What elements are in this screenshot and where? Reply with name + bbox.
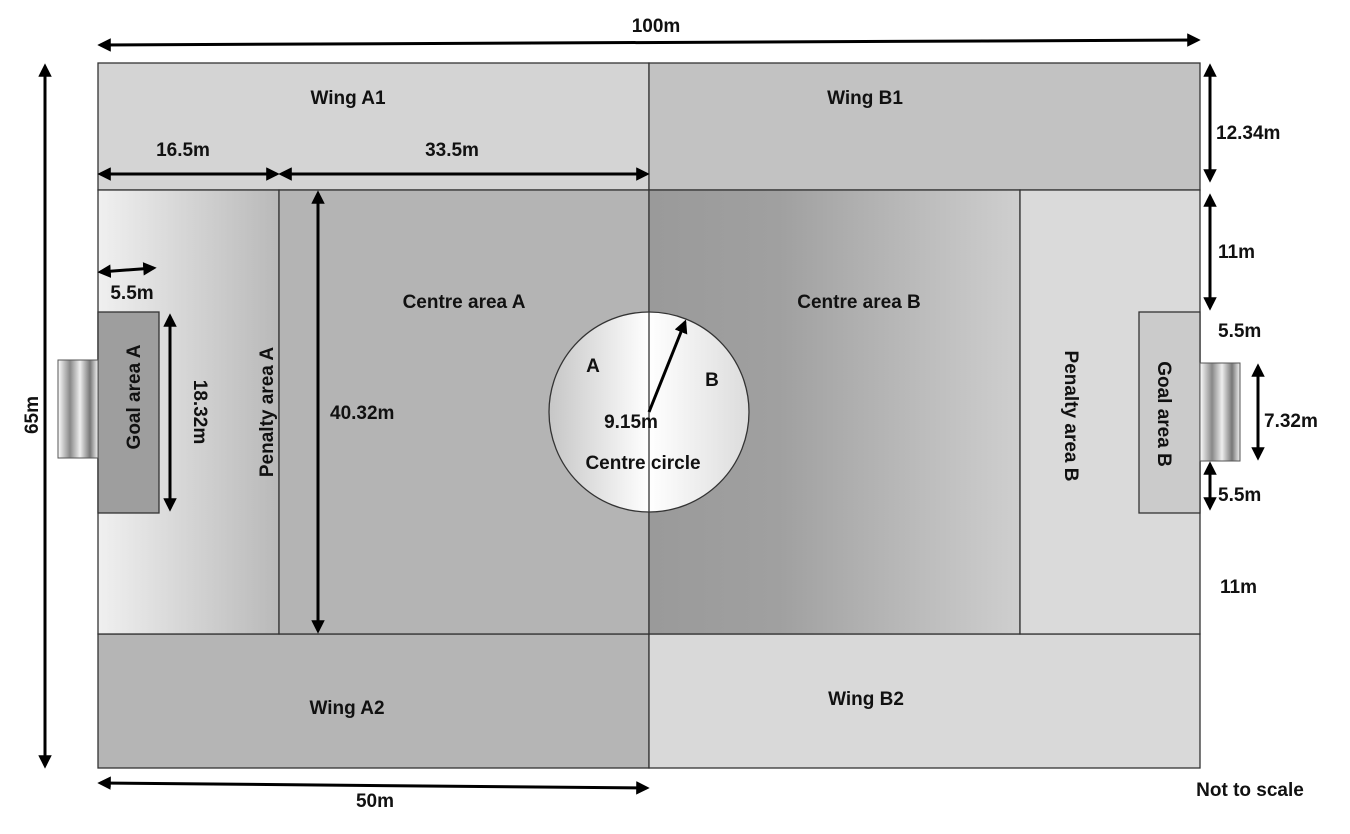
centre-radius-arrow bbox=[647, 319, 688, 413]
goal-side-gap-top-label: 5.5m bbox=[1218, 321, 1261, 342]
wing-width-label: 12.34m bbox=[1216, 123, 1280, 144]
centre-circle-label: Centre circle bbox=[585, 453, 700, 474]
length-arrow bbox=[97, 33, 1201, 52]
wing-a1-zone bbox=[97, 62, 650, 191]
wing-a2-label: Wing A2 bbox=[309, 698, 384, 719]
penalty-side-gap-top-label: 11m bbox=[1218, 242, 1255, 263]
wing-a1-label: Wing A1 bbox=[310, 88, 386, 109]
centre-area-b-label: Centre area B bbox=[797, 292, 921, 313]
goal-area-a-zone bbox=[97, 311, 160, 514]
wing-b1-zone bbox=[648, 62, 1201, 191]
penalty-to-halfway-label: 33.5m bbox=[425, 140, 479, 161]
width-label: 65m bbox=[22, 396, 43, 434]
goal-side-gap-bottom-label: 5.5m bbox=[1218, 485, 1261, 506]
penalty-area-a-label: Penalty area A bbox=[257, 347, 278, 478]
goal-b bbox=[1199, 362, 1241, 462]
goal-area-b-label: Goal area B bbox=[1153, 361, 1174, 467]
centre-radius-label: 9.15m bbox=[604, 412, 658, 433]
penalty-area-b-label: Penalty area B bbox=[1060, 351, 1081, 482]
wing-b1-label: Wing B1 bbox=[827, 88, 903, 109]
not-to-scale-note: Not to scale bbox=[1196, 780, 1304, 801]
penalty-side-gap-bottom-label: 11m bbox=[1220, 577, 1257, 598]
half-length-arrow bbox=[97, 776, 650, 795]
goal-area-a-label: Goal area A bbox=[124, 344, 145, 449]
goal-width-label: 7.32m bbox=[1264, 411, 1318, 432]
goal-area-depth-label: 5.5m bbox=[110, 283, 153, 304]
wing-b2-zone bbox=[648, 633, 1201, 769]
penalty-width-label: 40.32m bbox=[330, 403, 394, 424]
centre-area-a-label: Centre area A bbox=[403, 292, 526, 313]
length-label: 100m bbox=[632, 16, 681, 37]
wing-b2-label: Wing B2 bbox=[828, 689, 904, 710]
wing-a2-zone bbox=[97, 633, 650, 769]
circle-half-b-label: B bbox=[705, 370, 719, 391]
goal-area-depth-arrow bbox=[97, 262, 157, 278]
goal-area-width-label: 18.32m bbox=[189, 380, 210, 444]
circle-half-a-label: A bbox=[586, 356, 600, 377]
goal-area-b-zone bbox=[1138, 311, 1201, 514]
half-length-label: 50m bbox=[356, 791, 394, 812]
goal-a bbox=[57, 359, 99, 459]
penalty-depth-label: 16.5m bbox=[156, 140, 210, 161]
